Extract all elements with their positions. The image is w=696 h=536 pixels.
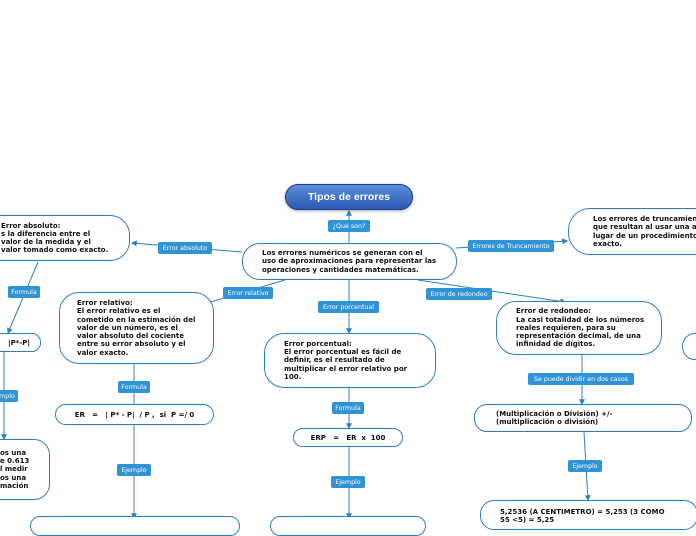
central-topic[interactable]: Los errores numéricos se generan con el … [242, 243, 457, 280]
label-error-absoluto[interactable]: Error absoluto [158, 242, 212, 254]
label-ejemplo-porcentual[interactable]: Ejemplo [331, 476, 365, 488]
node-error-redondeo[interactable]: Error de redondeo: La casi totalidad de … [496, 301, 662, 355]
porcentual-formula-text: ERP = ER x 100 [310, 433, 386, 442]
absoluto-ejemplo-text: os una e 0.613 l medir os una mación [0, 448, 30, 490]
node-relativo-formula[interactable]: ER = | P* - P| / P , si P =/ 0 [55, 404, 214, 425]
node-errores-truncamiento[interactable]: Los errores de truncamien que resultan a… [568, 208, 696, 255]
central-topic-text: Los errores numéricos se generan con el … [262, 249, 437, 274]
map-title[interactable]: Tipos de errores [285, 184, 413, 210]
error-porcentual-text: Error porcentual: El error porcentual es… [284, 339, 408, 381]
label-ejemplo-absoluto[interactable]: mplo [0, 390, 18, 402]
label-errores-truncamiento[interactable]: Errores de Truncamiento [468, 240, 554, 252]
node-redondeo-casos[interactable]: (Multiplicación o División) +/- (multipl… [474, 404, 692, 432]
label-ejemplo-redondeo[interactable]: Ejemplo [568, 460, 602, 472]
label-ejemplo-relativo[interactable]: Ejemplo [117, 464, 151, 476]
label-formula-absoluto[interactable]: Formula [8, 286, 40, 298]
absoluto-formula-text: |P*-P| [8, 338, 30, 347]
node-absoluto-formula[interactable]: |P*-P| [0, 333, 41, 352]
node-error-porcentual[interactable]: Error porcentual: El error porcentual es… [264, 333, 436, 388]
node-porcentual-formula[interactable]: ERP = ER x 100 [293, 428, 403, 447]
label-formula-porcentual[interactable]: Formula [332, 402, 364, 414]
node-error-absoluto[interactable]: Error absoluto: s la diferencia entre el… [0, 215, 130, 261]
label-error-porcentual[interactable]: Error porcentual [318, 301, 379, 313]
redondeo-casos-text: (Multiplicación o División) +/- (multipl… [496, 409, 613, 426]
node-relativo-ejemplo[interactable] [30, 516, 240, 536]
label-se-puede-dividir[interactable]: Se puede dividir en dos casos [528, 373, 634, 385]
error-redondeo-text: Error de redondeo: La casi totalidad de … [516, 307, 645, 349]
relativo-formula-text: ER = | P* - P| / P , si P =/ 0 [74, 410, 195, 419]
truncamiento-text: Los errores de truncamien que resultan a… [593, 215, 696, 248]
error-absoluto-text: Error absoluto: s la diferencia entre el… [1, 221, 109, 255]
label-error-relativo[interactable]: Error relativo [223, 287, 273, 299]
redondeo-ejemplo-text: 5,2536 (A CENTIMETRO) = 5,253 (3 COMO 55… [500, 508, 665, 525]
error-relativo-text: Error relativo: El error relativo es el … [77, 299, 196, 357]
node-redondeo-ejemplo[interactable]: 5,2536 (A CENTIMETRO) = 5,253 (3 COMO 55… [480, 500, 696, 530]
label-formula-relativo[interactable]: Formula [118, 381, 150, 393]
node-error-relativo[interactable]: Error relativo: El error relativo es el … [59, 292, 214, 364]
label-que-son[interactable]: ¿Qué son? [328, 220, 370, 232]
label-error-redondeo[interactable]: Error de redondeo [426, 288, 492, 300]
node-porcentual-ejemplo[interactable] [270, 516, 426, 536]
node-absoluto-ejemplo[interactable]: os una e 0.613 l medir os una mación [0, 439, 50, 500]
